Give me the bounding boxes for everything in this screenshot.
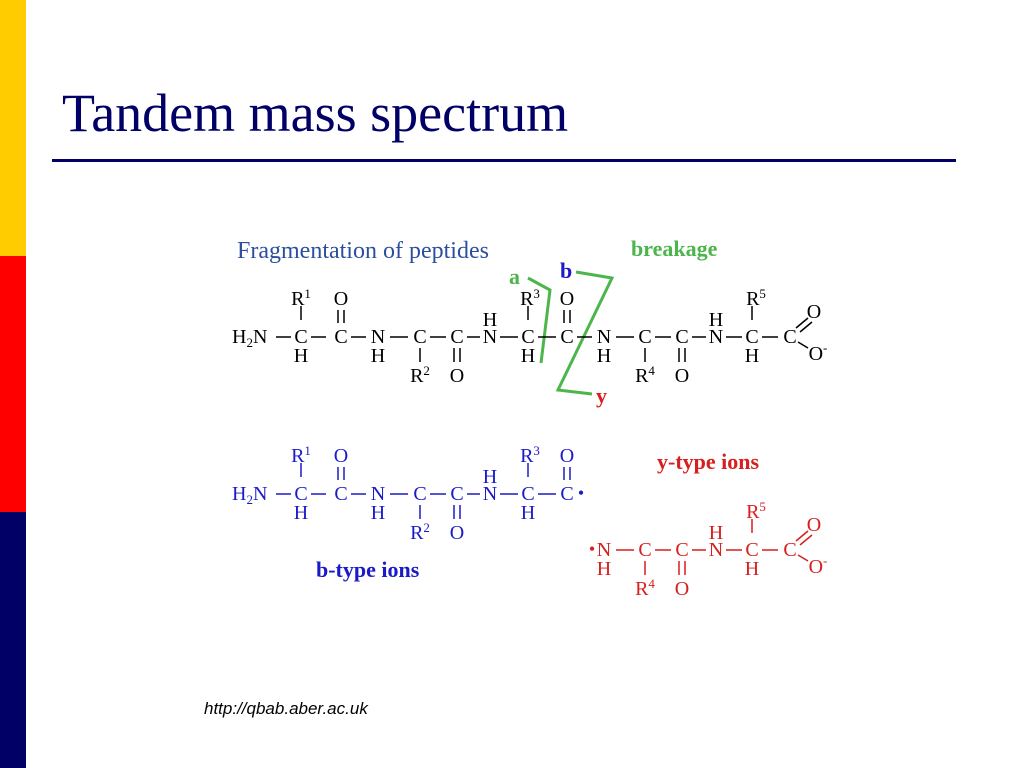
- svg-text:O: O: [334, 445, 348, 467]
- svg-text:O: O: [807, 301, 821, 323]
- label-y: y: [596, 383, 607, 408]
- svg-text:N: N: [709, 539, 723, 561]
- label-a: a: [509, 264, 520, 289]
- r4-label: R4: [635, 363, 655, 387]
- r5-label: R5: [746, 286, 766, 310]
- svg-text:C: C: [413, 326, 426, 348]
- svg-text:C: C: [675, 539, 688, 561]
- breakage-line-a: [527, 276, 552, 364]
- svg-text:C: C: [334, 326, 347, 348]
- svg-text:O: O: [450, 365, 464, 387]
- svg-text:N: N: [597, 326, 611, 348]
- svg-text:O-: O-: [809, 553, 828, 578]
- accent-bar-red: [0, 256, 26, 512]
- svg-text:H: H: [483, 466, 497, 488]
- b-ion-structure: H2N C R1 H C O N H C R2 C O N H C R3 H C…: [232, 443, 584, 544]
- svg-text:C: C: [560, 326, 573, 348]
- r1-label: R1: [291, 286, 311, 310]
- svg-text:C: C: [638, 539, 651, 561]
- accent-bar-yellow: [0, 0, 26, 256]
- h2n-group: H2N: [232, 326, 267, 350]
- svg-text:N: N: [371, 326, 385, 348]
- svg-text:N: N: [371, 483, 385, 505]
- svg-text:H: H: [483, 309, 497, 331]
- source-url: http://qbab.aber.ac.uk: [204, 699, 368, 718]
- svg-text:O: O: [675, 365, 689, 387]
- svg-text:O: O: [560, 288, 574, 310]
- r3-label: R3: [520, 286, 540, 310]
- svg-text:R3: R3: [520, 443, 540, 467]
- r2-label: R2: [410, 363, 430, 387]
- svg-text:H: H: [521, 502, 535, 524]
- svg-text:O: O: [450, 522, 464, 544]
- svg-text:H: H: [597, 345, 611, 367]
- diagram-heading: Fragmentation of peptides: [237, 238, 489, 264]
- b-ions-label: b-type ions: [316, 557, 420, 582]
- svg-text:H: H: [745, 345, 759, 367]
- b-ion-radical-dot: •: [578, 483, 584, 503]
- svg-text:H: H: [597, 558, 611, 580]
- svg-text:N: N: [483, 483, 497, 505]
- svg-text:N: N: [597, 539, 611, 561]
- carboxylate-o-minus: O-: [809, 340, 828, 365]
- svg-text:O: O: [807, 514, 821, 536]
- svg-text:C: C: [783, 539, 796, 561]
- label-b: b: [560, 258, 572, 283]
- breakage-lines: [527, 270, 615, 396]
- y-ion-structure: • N H C R4 C O N H C R5 H C O O-: [589, 499, 828, 600]
- svg-text:C: C: [745, 539, 758, 561]
- svg-text:C: C: [521, 326, 534, 348]
- svg-text:H: H: [521, 345, 535, 367]
- svg-text:R5: R5: [746, 499, 766, 523]
- svg-text:C: C: [294, 326, 307, 348]
- y-ions-label: y-type ions: [657, 449, 760, 474]
- svg-text:O: O: [675, 578, 689, 600]
- svg-text:O: O: [560, 445, 574, 467]
- svg-text:C: C: [294, 483, 307, 505]
- breakage-line-by: [555, 270, 615, 396]
- svg-text:C: C: [413, 483, 426, 505]
- svg-text:H: H: [745, 558, 759, 580]
- svg-text:R2: R2: [410, 520, 430, 544]
- y-ion-radical-dot: •: [589, 539, 595, 559]
- svg-text:C: C: [450, 326, 463, 348]
- svg-text:R1: R1: [291, 443, 311, 467]
- svg-text:O: O: [334, 288, 348, 310]
- svg-text:H: H: [371, 502, 385, 524]
- title-underline: [52, 159, 956, 162]
- slide-title: Tandem mass spectrum: [62, 83, 569, 143]
- svg-text:H: H: [371, 345, 385, 367]
- breakage-label: breakage: [631, 236, 718, 261]
- svg-text:C: C: [560, 483, 573, 505]
- svg-text:C: C: [450, 483, 463, 505]
- svg-text:C: C: [783, 326, 796, 348]
- svg-text:C: C: [638, 326, 651, 348]
- svg-text:H: H: [294, 502, 308, 524]
- full-peptide-structure: H2N C R1 H C O N H C R2 C O N H C R: [232, 286, 827, 387]
- svg-text:N: N: [709, 326, 723, 348]
- svg-text:N: N: [483, 326, 497, 348]
- svg-text:C: C: [745, 326, 758, 348]
- svg-text:H: H: [709, 522, 723, 544]
- svg-text:R4: R4: [635, 576, 655, 600]
- b-ion-h2n: H2N: [232, 483, 267, 507]
- accent-bar-navy: [0, 512, 26, 768]
- svg-text:C: C: [521, 483, 534, 505]
- svg-text:C: C: [675, 326, 688, 348]
- svg-text:H: H: [294, 345, 308, 367]
- svg-text:H: H: [709, 309, 723, 331]
- svg-text:C: C: [334, 483, 347, 505]
